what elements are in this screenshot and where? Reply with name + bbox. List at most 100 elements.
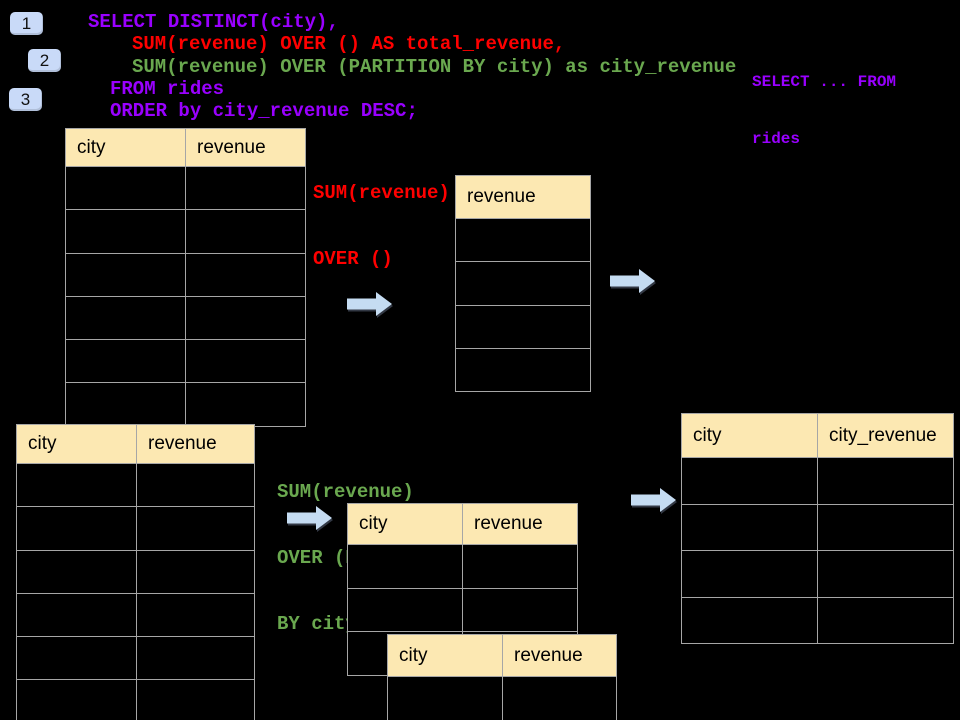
- step-badge-3: 3: [9, 88, 42, 111]
- table-row: [65, 165, 306, 211]
- table-cell: [16, 549, 137, 594]
- sql-line-order-by: ORDER by city_revenue DESC;: [110, 100, 418, 122]
- table-total-revenue-result: revenue: [455, 175, 591, 393]
- table-cell: [455, 304, 591, 349]
- table-cell: [16, 462, 137, 508]
- column-header: city: [16, 424, 137, 464]
- table-cell: [65, 209, 186, 254]
- table-cell: [185, 165, 306, 211]
- table-cell: [65, 165, 186, 211]
- table-row: [455, 261, 591, 306]
- table-cell: [455, 347, 591, 393]
- table-cell: [185, 252, 306, 297]
- table-row: [347, 544, 578, 589]
- column-header: revenue: [502, 634, 617, 677]
- table-row: [455, 217, 591, 263]
- table-row: [16, 549, 255, 594]
- sql-side-line: rides: [752, 130, 801, 148]
- sql-side-snippet: SELECT ... FROM rides: [752, 35, 896, 187]
- table-row: [681, 550, 954, 598]
- table-cell: [502, 676, 617, 720]
- table-cell: [347, 544, 463, 589]
- table-cell: [65, 295, 186, 341]
- table-cell: [16, 592, 137, 638]
- table-row: [16, 636, 255, 681]
- column-header: city_revenue: [817, 413, 954, 458]
- table-cell: [462, 544, 578, 589]
- table-cell: [136, 506, 255, 551]
- flow-arrow-icon: [631, 488, 676, 512]
- table-cell: [65, 339, 186, 384]
- table-cell: [817, 503, 954, 551]
- table-row: [681, 457, 954, 505]
- table-cell: [681, 457, 818, 505]
- table-cell: [681, 503, 818, 551]
- table-cell: [136, 679, 255, 720]
- flow-arrow-icon: [610, 269, 655, 293]
- table-row: [387, 676, 617, 720]
- table-cell: [16, 679, 137, 720]
- column-header: revenue: [185, 128, 306, 167]
- table-cell: [185, 339, 306, 384]
- table-cell: [16, 636, 137, 681]
- flow-arrow-icon: [287, 506, 332, 530]
- table-cell: [185, 382, 306, 427]
- table-row: [16, 592, 255, 638]
- column-header: city: [681, 413, 818, 458]
- column-header: revenue: [455, 175, 591, 219]
- table-cell: [817, 596, 954, 644]
- sql-side-line: SELECT ... FROM: [752, 73, 897, 91]
- table-row: [65, 339, 306, 384]
- table-row: [65, 295, 306, 341]
- table-row: [681, 503, 954, 551]
- annotation-line: SUM(revenue): [313, 182, 450, 204]
- step-badge-2: 2: [28, 49, 61, 72]
- table-cell: [136, 549, 255, 594]
- table-cell: [185, 295, 306, 341]
- table-cell: [347, 587, 463, 632]
- column-header: city: [65, 128, 186, 167]
- table-cell: [387, 676, 503, 720]
- table-cell: [65, 252, 186, 297]
- step-badge-1: 1: [10, 12, 43, 35]
- table-header-row: revenue: [455, 175, 591, 219]
- sql-line-total-revenue: SUM(revenue) OVER () AS total_revenue,: [132, 33, 566, 55]
- table-cell: [455, 261, 591, 306]
- table-cell: [136, 636, 255, 681]
- table-cell: [817, 457, 954, 505]
- table-row: [347, 587, 578, 632]
- table-cell: [817, 550, 954, 598]
- table-row: [65, 252, 306, 297]
- table-cell: [16, 506, 137, 551]
- sql-line-select: SELECT DISTINCT(city),: [88, 11, 339, 33]
- sql-line-from: FROM rides: [110, 78, 225, 100]
- table-row: [455, 347, 591, 393]
- table-row: [16, 679, 255, 720]
- flow-arrow-icon: [347, 292, 392, 316]
- table-cell: [136, 592, 255, 638]
- annotation-line: OVER (): [313, 248, 393, 270]
- table-cell: [65, 382, 186, 427]
- table-cell: [681, 550, 818, 598]
- annotation-line: SUM(revenue): [277, 481, 414, 503]
- table-row: [681, 596, 954, 644]
- column-header: revenue: [136, 424, 255, 464]
- table-cell: [455, 217, 591, 263]
- column-header: city: [347, 503, 463, 545]
- table-row: [65, 382, 306, 427]
- table-cell: [681, 596, 818, 644]
- table-row: [16, 462, 255, 508]
- sql-line-city-revenue: SUM(revenue) OVER (PARTITION BY city) as…: [132, 56, 737, 78]
- column-header: city: [387, 634, 503, 677]
